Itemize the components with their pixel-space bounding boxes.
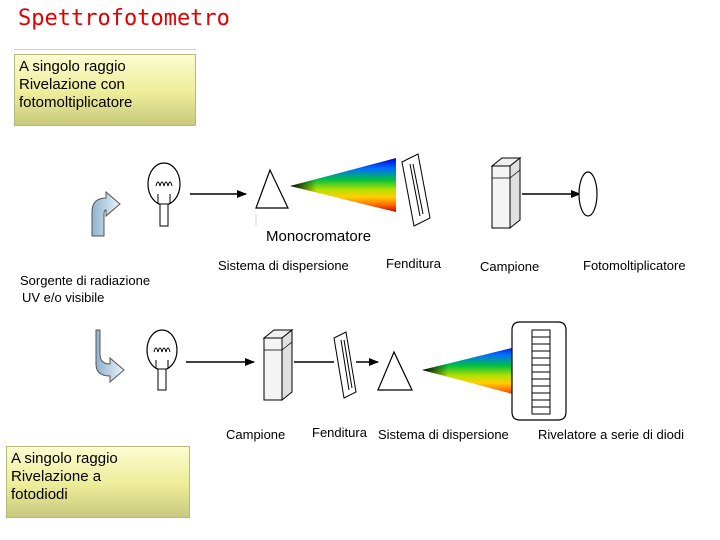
source-label-line2: UV e/o visibile [22, 290, 105, 305]
lamp-icon [146, 329, 178, 391]
diode-array-icon [511, 321, 567, 421]
label-fenditura-top: Fenditura [386, 256, 441, 271]
label-fenditura-bottom: Fenditura [312, 425, 367, 440]
cuvette-icon [262, 328, 294, 402]
title-divider [14, 49, 196, 50]
label-monocromatore: Monocromatore [266, 228, 372, 245]
curved-arrow-icon [91, 190, 121, 237]
box-line: Rivelazione con [19, 76, 125, 93]
photomultiplier-icon [578, 171, 598, 217]
slit-icon [333, 331, 357, 399]
label-campione-bottom: Campione [226, 427, 286, 442]
box-line: fotodiodi [11, 486, 68, 503]
box-line: A singolo raggio [11, 450, 118, 467]
label-dispersione-bottom: Sistema di dispersione [378, 427, 509, 442]
box-line: Rivelazione a [11, 468, 102, 485]
source-label-line1: Sorgente di radiazione [20, 273, 151, 288]
page-title: Spettrofotometro [18, 6, 230, 31]
label-campione-top: Campione [480, 259, 540, 274]
prism-icon [377, 350, 413, 391]
slit-icon [401, 153, 431, 227]
box-line: A singolo raggio [19, 58, 126, 75]
label-dispersione-top: Sistema di dispersione [218, 258, 349, 273]
single-beam-diode-box: A singolo raggio Rivelazione a fotodiodi [6, 446, 190, 518]
label-fotomoltiplicatore: Fotomoltiplicatore [583, 258, 686, 273]
curved-arrow-down-icon [95, 329, 125, 384]
label-rivelatore: Rivelatore a serie di diodi [538, 427, 684, 442]
cuvette-icon [490, 156, 522, 230]
spectrum-fan [422, 344, 528, 398]
prism-icon [255, 168, 289, 209]
lamp-icon [147, 162, 181, 227]
box-line: fotomoltiplicatore [19, 94, 133, 111]
single-beam-pmt-box: A singolo raggio Rivelazione con fotomol… [14, 54, 196, 126]
spectrum-fan [290, 158, 396, 212]
